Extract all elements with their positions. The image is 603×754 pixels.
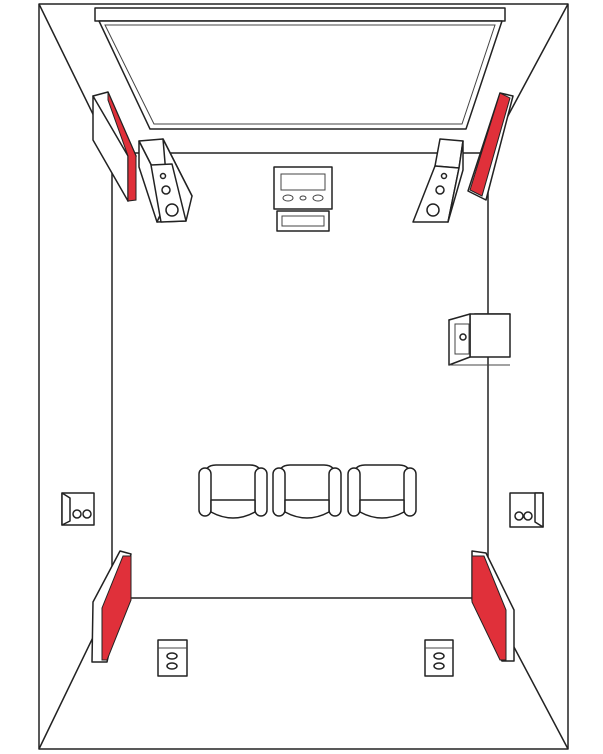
subwoofer-side [448,313,471,366]
seat-right-arm-left [347,467,361,517]
screen-inner-frame [104,24,496,125]
seat-left-arm-left [198,467,212,517]
front-left-speaker [138,138,193,223]
subwoofer-port [459,333,467,341]
screen-housing [94,7,506,22]
rear-right-speaker [424,639,454,677]
front-right-tweeter [440,172,448,180]
subwoofer-side-panel [454,323,470,355]
subwoofer-front [469,313,511,358]
side-left-speaker-side [61,492,71,526]
rear-left-driver-2 [166,662,178,670]
acoustic-panel-top-left-face [107,91,137,202]
side-left-speaker [61,492,95,526]
acoustic-panel-top-right-face [469,92,511,197]
rear-right-driver-2 [433,662,445,670]
seat-left [198,464,268,519]
receiver-stand [276,210,330,232]
front-right-speaker-top [434,138,464,169]
receiver-body [273,166,333,210]
front-right-speaker-side [447,140,464,223]
rear-left-speaker [157,639,188,677]
side-right-speaker [509,492,544,528]
receiver-button [299,195,307,201]
acoustic-panel-bottom-left-face [101,555,132,661]
seat-right-arm-right [403,467,417,517]
seat-left-cushion [210,499,256,519]
seat-right [347,464,417,519]
seat-center-arm-left [272,467,286,517]
receiver-shelf [281,215,325,227]
subwoofer [448,313,511,366]
projection-screen [94,7,506,130]
side-right-driver-2 [523,511,533,521]
acoustic-panel-bottom-right-face [471,555,507,661]
room-outer-wall [38,3,569,750]
front-left-tweeter [159,172,167,180]
seat-center-cushion [284,499,330,519]
seat-center-arm-right [328,467,342,517]
screen-surface [98,20,503,130]
side-left-driver-2 [82,509,92,519]
side-right-driver-1 [514,511,524,521]
side-right-speaker-side [534,492,544,528]
av-receiver [273,166,333,232]
rear-right-driver-1 [433,652,445,660]
receiver-display [280,173,326,191]
rear-left-driver-1 [166,652,178,660]
rear-left-speaker-body [157,639,188,677]
front-right-midrange [435,185,445,195]
seat-left-arm-right [254,467,268,517]
front-right-woofer [426,203,440,217]
side-left-driver-1 [72,509,82,519]
receiver-knob-right [312,194,324,202]
front-left-woofer [165,203,179,217]
seat-right-cushion [359,499,405,519]
seat-center [272,464,342,519]
receiver-knob-left [282,194,294,202]
front-right-speaker [412,138,464,223]
front-left-midrange [161,185,171,195]
seating-row [198,464,417,519]
acoustic-panels [91,91,515,663]
